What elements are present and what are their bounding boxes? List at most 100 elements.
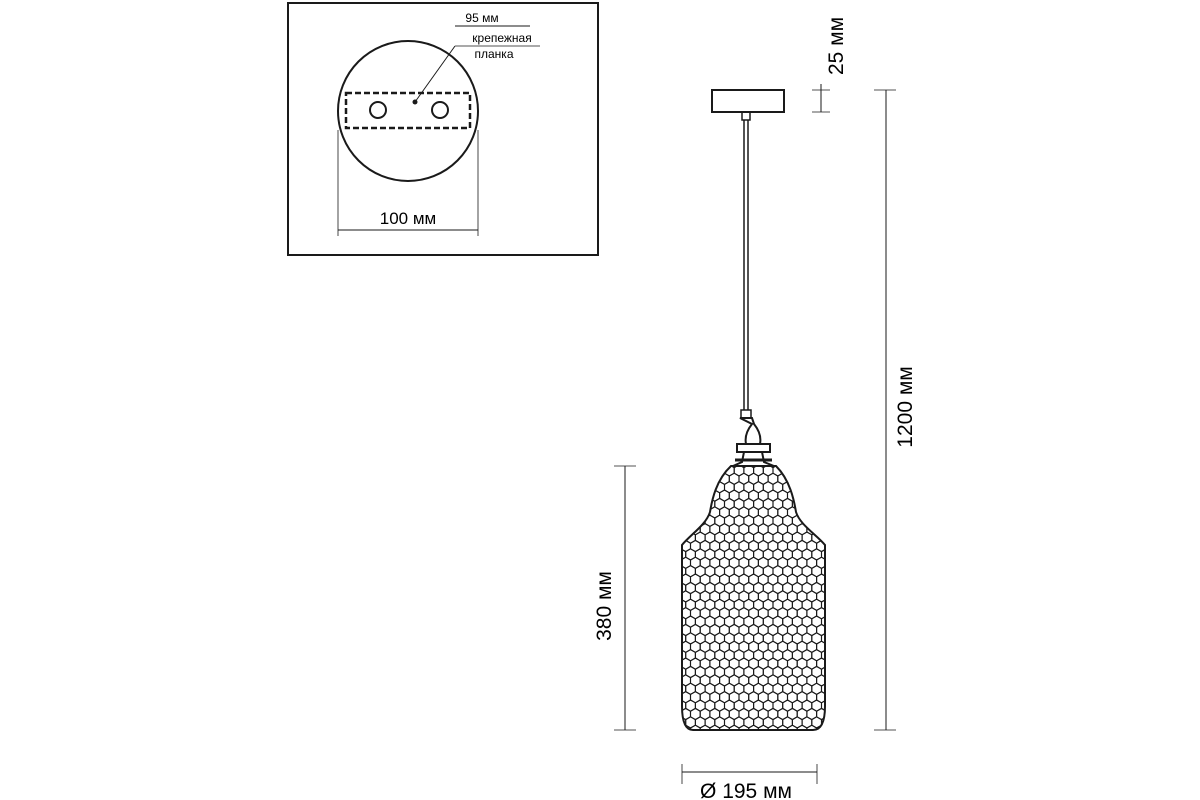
honeycomb-cell [820,480,825,494]
honeycomb-cell [682,489,692,502]
honeycomb-cell [694,497,706,511]
honeycomb-cell [811,497,823,511]
honeycomb-cell [801,497,813,511]
honeycomb-cell [754,734,764,745]
honeycomb-cell [826,574,836,585]
honeycomb-cell [671,624,681,635]
honeycomb-cell [826,540,836,551]
honeycomb-cell [671,591,681,602]
honeycomb-cell [709,466,721,469]
honeycomb-cell [826,557,836,568]
honeycomb-cell [826,624,836,635]
honeycomb-cell [820,615,825,628]
honeycomb-cell [685,480,696,494]
honeycomb-cell [816,466,825,469]
honeycomb-cell [782,466,793,477]
honeycomb-cell [686,734,696,745]
mounting-bracket [344,91,472,130]
honeycomb-cell [796,466,808,469]
honeycomb-cell [734,734,744,745]
honeycomb-cell [801,480,813,494]
honeycomb-cell [699,489,711,502]
honeycomb-cell [676,734,686,745]
honeycomb-cell [671,608,681,619]
honeycomb-cell [802,734,812,745]
lamp-side-view [671,89,836,745]
honeycomb-cell [671,524,681,535]
honeycomb-cell [671,708,681,719]
total-height-dimension: 1200 мм [874,89,917,731]
honeycomb-cell [820,497,825,511]
honeycomb-cell [826,641,836,652]
holder-collar [736,443,771,453]
mount-hole-left [369,101,387,119]
honeycomb-cell [820,598,825,612]
shade-height-label: 380 мм [593,571,616,641]
honeycomb-cell [820,682,825,696]
diameter-label: Ø 195 мм [700,780,792,800]
honeycomb-cell [811,480,823,494]
honeycomb-cell [826,524,836,535]
honeycomb-cell [671,456,681,467]
honeycomb-cell [682,506,692,519]
honeycomb-cell [812,734,822,745]
ceiling-canopy [711,89,785,113]
honeycomb-cell [725,734,735,745]
canopy-top-view [337,40,479,182]
honeycomb-cell [671,473,681,484]
honeycomb-cell [786,466,798,469]
total-height-label: 1200 мм [894,366,917,447]
honeycomb-cell [719,466,730,469]
honeycomb-cell [786,472,798,486]
honeycomb-cell [820,581,825,595]
honeycomb-cell [820,716,825,729]
honeycomb-cell [689,506,701,519]
mount-hole-right [431,101,449,119]
honeycomb-cell [671,540,681,551]
honeycomb-cell [671,641,681,652]
bracket-note-line2: планка [475,47,514,61]
honeycomb-cell [671,574,681,585]
honeycomb-cell [671,675,681,686]
honeycomb-cell [816,522,825,536]
honeycomb-cell [699,472,711,486]
honeycomb-cell [704,466,716,477]
honeycomb-cell [791,480,803,494]
honeycomb-cell [820,665,825,679]
honeycomb-cell [685,466,696,477]
honeycomb-cell [820,564,825,578]
honeycomb-cell [671,507,681,518]
canopy-height-label: 25 мм [825,17,848,75]
cable-clamp [741,111,751,121]
shade-height-dimension: 380 мм [593,465,636,731]
bottle-shade [681,465,826,731]
honeycomb-cell [744,734,754,745]
honeycomb-cell [826,675,836,686]
honeycomb-cell [826,692,836,703]
honeycomb-cell [705,734,715,745]
honeycomb-cell [689,466,701,469]
honeycomb-cell [826,490,836,501]
honeycomb-cell [816,489,825,502]
honeycomb-cell [820,548,825,561]
honeycomb-cell [689,489,701,502]
honeycomb-cell [816,472,825,486]
honeycomb-cell [811,514,823,528]
honeycomb-cell [777,466,789,469]
honeycomb-cell [682,522,692,536]
honeycomb-cell [773,734,783,745]
honeycomb-cell [783,734,793,745]
honeycomb-cell [682,466,687,477]
honeycomb-cell [671,658,681,669]
bracket-note-line1: крепежная [472,31,531,45]
honeycomb-cell [801,466,813,477]
mounting-inset: 95 мм крепежная планка 100 мм [287,2,599,256]
honeycomb-cell [682,466,692,469]
honeycomb-cell [694,480,706,494]
honeycomb-cell [826,608,836,619]
leader-line [414,45,456,103]
honeycomb-cell [796,489,808,502]
honeycomb-cell [826,708,836,719]
